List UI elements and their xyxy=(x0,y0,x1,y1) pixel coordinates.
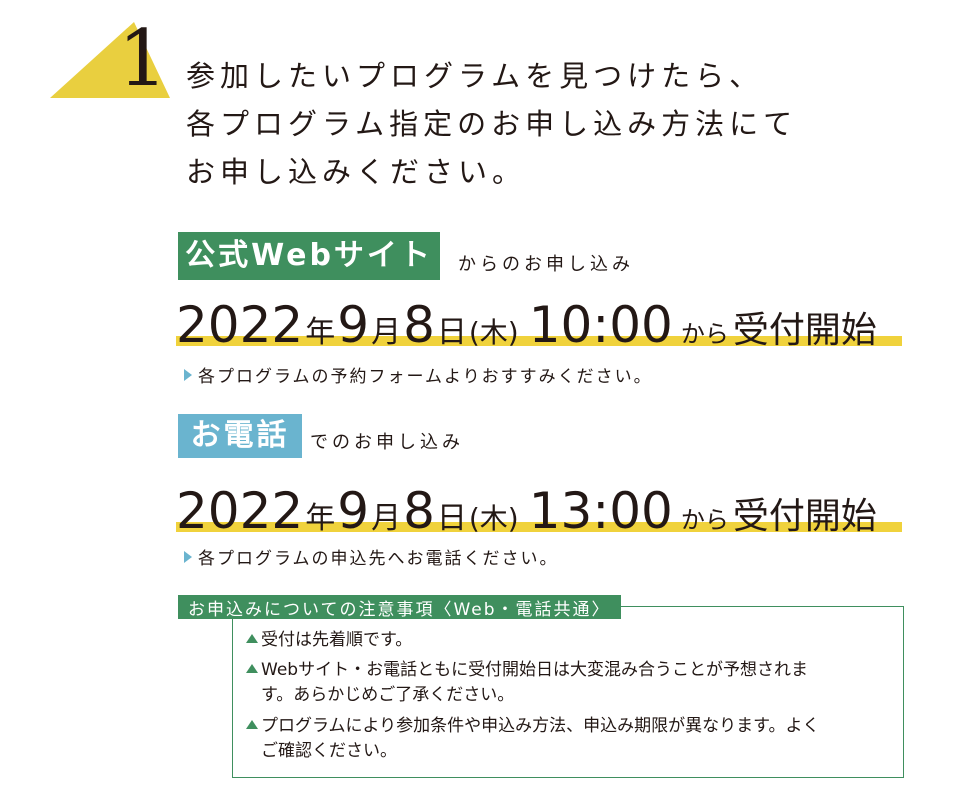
caution-text: プログラムにより参加条件や申込み方法、申込み期限が異なります。よく xyxy=(261,716,820,736)
phone-tag: お電話 xyxy=(178,414,302,458)
phone-accept-start: 受付開始 xyxy=(732,496,877,537)
web-month-unit: 月 xyxy=(371,315,402,350)
phone-month: 9 xyxy=(337,482,370,540)
phone-suffix: でのお申し込み xyxy=(310,432,464,453)
triangle-right-icon xyxy=(184,550,192,563)
web-date-highlight xyxy=(176,336,902,346)
intro-line: 参加したいプログラムを見つけたら、 xyxy=(186,59,764,93)
web-suffix: からのお申し込み xyxy=(458,254,634,275)
web-time: 10:00 xyxy=(528,296,673,354)
web-note: 各プログラムの予約フォームよりおすすみください。 xyxy=(184,362,653,387)
web-day-unit: 日 xyxy=(436,315,467,350)
caution-item: Webサイト・お電話ともに受付開始日は大変混み合うことが予想されま す。あらかじ… xyxy=(246,658,892,708)
intro-line: 各プログラム指定のお申し込み方法にて xyxy=(186,107,798,141)
triangle-right-icon xyxy=(184,368,192,381)
step-triangle-icon xyxy=(50,22,170,98)
caution-text-cont: ご確認ください。 xyxy=(261,741,397,761)
phone-date-highlight xyxy=(176,522,902,532)
triangle-up-icon xyxy=(246,634,258,643)
phone-year: 2022 xyxy=(176,482,304,540)
caution-text: 受付は先着順です。 xyxy=(261,630,413,650)
phone-day-unit: 日 xyxy=(436,501,467,536)
web-year-unit: 年 xyxy=(305,315,336,350)
web-year: 2022 xyxy=(176,296,304,354)
intro-line: お申し込みください。 xyxy=(186,155,527,189)
caution-text: Webサイト・お電話ともに受付開始日は大変混み合うことが予想されま xyxy=(261,660,809,680)
caution-item: プログラムにより参加条件や申込み方法、申込み期限が異なります。よく ご確認くださ… xyxy=(246,714,892,764)
phone-start-date: 2022 年 9 月 8 日 (木) 13:00 から 受付開始 xyxy=(176,486,877,536)
step-number: 1 xyxy=(118,14,168,104)
phone-month-unit: 月 xyxy=(371,501,402,536)
triangle-up-icon xyxy=(246,720,258,729)
caution-title: お申込みについての注意事項〈Web・電話共通〉 xyxy=(178,595,621,620)
phone-day: 8 xyxy=(403,482,435,540)
caution-item: 受付は先着順です。 xyxy=(246,628,892,653)
triangle-up-icon xyxy=(246,664,258,673)
web-accept-start: 受付開始 xyxy=(732,310,877,351)
caution-text-cont: す。あらかじめご了承ください。 xyxy=(261,685,515,705)
intro-text: 参加したいプログラムを見つけたら、 各プログラム指定のお申し込み方法にて お申し… xyxy=(186,52,797,196)
web-from: から xyxy=(680,320,729,348)
phone-year-unit: 年 xyxy=(305,501,336,536)
phone-time: 13:00 xyxy=(528,482,673,540)
phone-note-text: 各プログラムの申込先へお電話ください。 xyxy=(198,549,559,569)
web-note-text: 各プログラムの予約フォームよりおすすみください。 xyxy=(198,367,653,387)
web-start-date: 2022 年 9 月 8 日 (木) 10:00 から 受付開始 xyxy=(176,300,877,350)
phone-note: 各プログラムの申込先へお電話ください。 xyxy=(184,544,559,569)
web-month: 9 xyxy=(337,296,370,354)
web-day: 8 xyxy=(403,296,435,354)
web-weekday: (木) xyxy=(468,316,519,349)
phone-weekday: (木) xyxy=(468,502,519,535)
web-tag: 公式Webサイト xyxy=(178,232,440,280)
phone-from: から xyxy=(680,506,729,534)
